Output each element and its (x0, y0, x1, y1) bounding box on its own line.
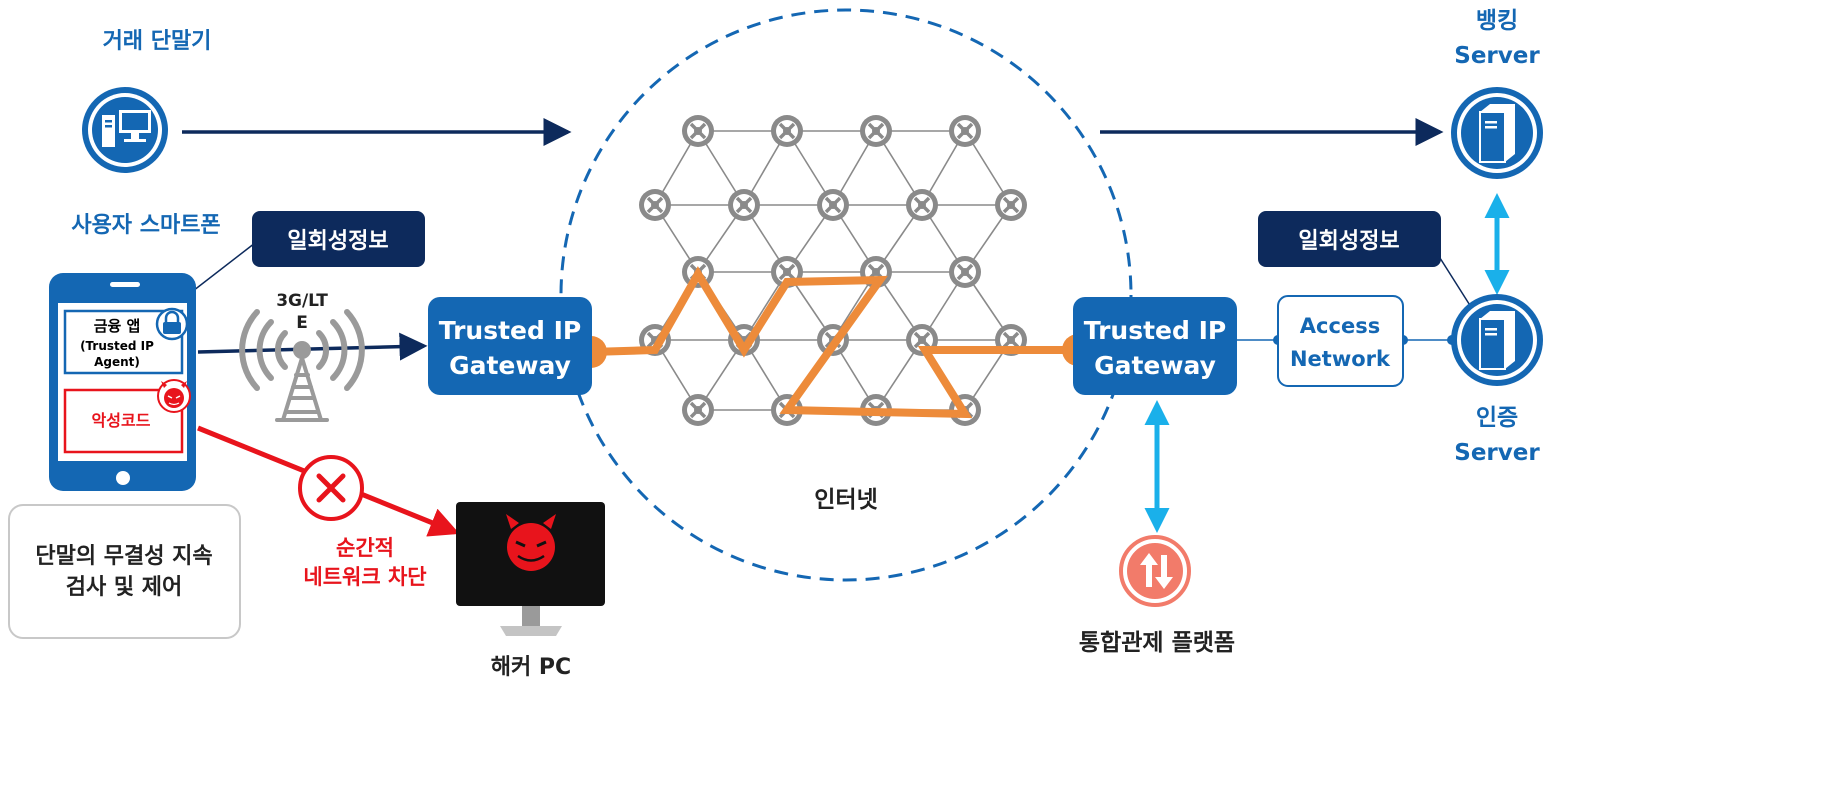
network-node-icon (639, 189, 671, 221)
devil-icon (157, 379, 191, 413)
server-icon (1451, 294, 1543, 386)
trusted-gateway-right: Trusted IP Gateway (1073, 297, 1237, 395)
desktop-computer-icon (82, 87, 168, 173)
server-icon (1451, 87, 1543, 179)
access-line1: Access (1300, 314, 1380, 338)
otp-badge-left-text: 일회성정보 (287, 229, 388, 254)
arrow-phone-to-gateway (197, 332, 428, 361)
network-node-icon (995, 189, 1027, 221)
gateway-right-line2: Gateway (1094, 351, 1216, 380)
network-node-icon (860, 115, 892, 147)
lock-icon (155, 307, 189, 341)
up-down-arrows-icon (1119, 535, 1191, 607)
banking-server-line1: 뱅킹 (1476, 8, 1518, 34)
control-platform-label: 통합관제 플랫폼 (1079, 630, 1235, 656)
integrity-line2: 검사 및 제어 (66, 575, 183, 600)
network-node-icon (728, 189, 760, 221)
gateway-left-line1: Trusted IP (439, 316, 581, 345)
network-node-icon (949, 115, 981, 147)
malware-label: 악성코드 (92, 411, 151, 430)
block-label-line1: 순간적 (336, 536, 394, 560)
access-line2: Network (1290, 347, 1391, 371)
network-node-icon (906, 189, 938, 221)
otp-badge-right: 일회성정보 (1258, 211, 1441, 267)
trusted-gateway-left: Trusted IP Gateway (428, 297, 592, 395)
otp-badge-left: 일회성정보 (252, 211, 425, 267)
access-network-box: Access Network (1277, 295, 1404, 387)
cell-tower-icon (239, 309, 365, 422)
agent-label-line2: Agent) (94, 355, 140, 369)
secure-route (587, 266, 1082, 419)
integrity-line1: 단말의 무결성 지속 (35, 544, 212, 569)
network-node-icon (949, 256, 981, 288)
gateway-right-line1: Trusted IP (1084, 316, 1226, 345)
agent-label-line1: (Trusted IP (80, 339, 154, 353)
internet-label: 인터넷 (814, 487, 877, 513)
trading-terminal-label: 거래 단말기 (103, 29, 212, 54)
integrity-box: 단말의 무결성 지속 검사 및 제어 (8, 504, 241, 639)
finance-app-label: 금융 앱 (94, 317, 141, 335)
banking-server-line2: Server (1454, 43, 1540, 69)
network-node-icon (682, 115, 714, 147)
hacker-pc-label: 해커 PC (491, 655, 571, 680)
hacker-monitor-icon (456, 502, 605, 636)
auth-server-line1: 인증 (1476, 405, 1518, 431)
smartphone-label: 사용자 스마트폰 (71, 213, 220, 238)
auth-server-line2: Server (1454, 440, 1540, 466)
otp-badge-right-text: 일회성정보 (1298, 229, 1399, 254)
network-node-icon (771, 115, 803, 147)
network-node-icon (906, 324, 938, 356)
block-x-icon (298, 455, 364, 521)
network-node-icon (682, 394, 714, 426)
internet-boundary (559, 8, 1133, 582)
network-type-line1: 3G/LT (276, 291, 328, 311)
gateway-left-line2: Gateway (449, 351, 571, 380)
block-label-line2: 네트워크 차단 (303, 565, 426, 589)
network-type-line2: E (296, 313, 308, 333)
network-node-icon (817, 189, 849, 221)
